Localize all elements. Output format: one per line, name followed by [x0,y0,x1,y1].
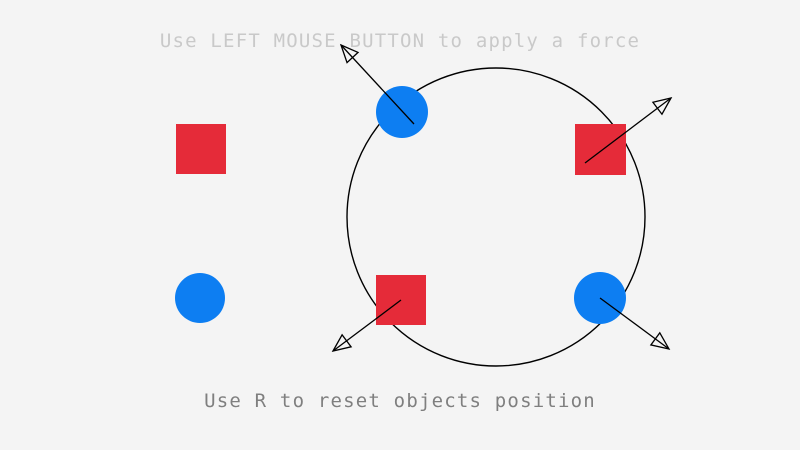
force-arrow-force-square-top-right [584,97,673,164]
force-arrow-force-circle-top [339,43,415,125]
body-circle-top[interactable] [376,86,428,138]
boundary-circle [346,67,646,367]
body-square-top-right[interactable] [575,124,626,175]
force-arrow-shaft [332,299,402,352]
boundary-circle-group [346,67,646,367]
force-arrow-head [339,43,360,64]
hint-apply-force: Use LEFT MOUSE BUTTON to apply a force [159,30,641,52]
body-circle-bottom-left[interactable] [175,273,225,323]
force-arrow-head [651,97,673,116]
force-vectors-group [331,43,673,352]
force-arrow-head [331,333,353,352]
body-square-left[interactable] [176,124,226,174]
force-arrow-shaft [599,297,670,350]
force-arrow-force-square-bottom-center [331,299,402,352]
force-arrow-shaft [584,97,672,164]
force-arrow-force-circle-bottom-right [599,297,671,350]
hint-reset-objects: Use R to reset objects position [204,390,596,412]
force-arrow-head [649,331,671,350]
force-arrow-shaft [340,44,415,125]
bodies-group[interactable] [175,86,626,325]
